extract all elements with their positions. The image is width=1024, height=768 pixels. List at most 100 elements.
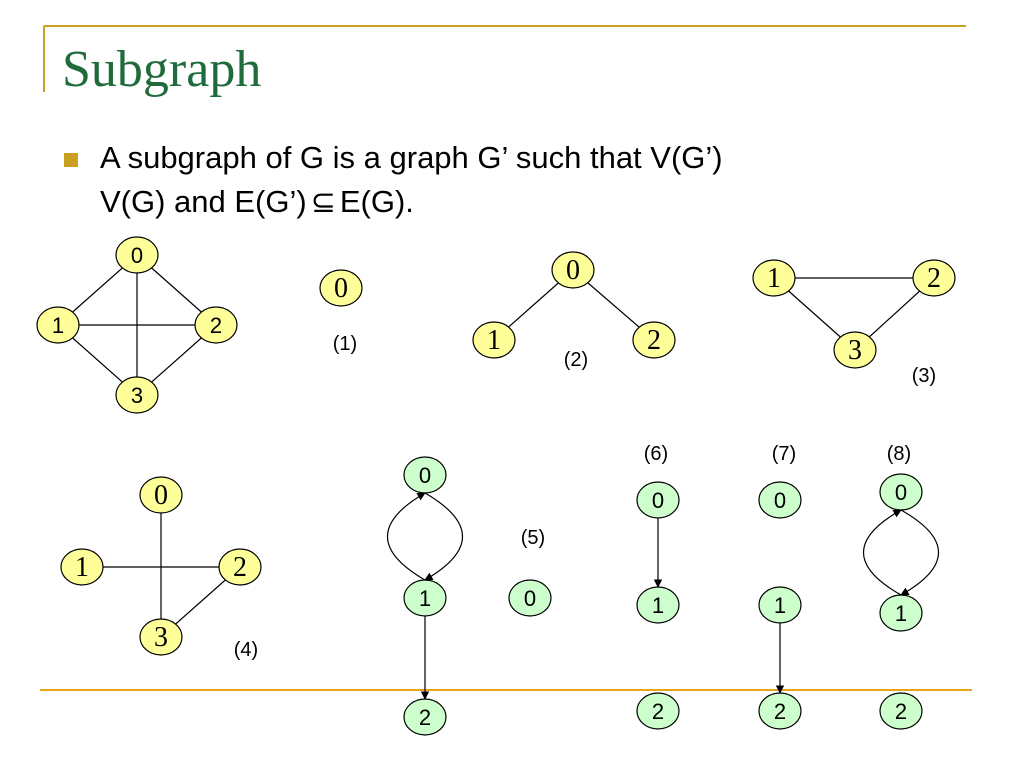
- node-label: 0: [895, 480, 907, 505]
- node-circle: [758, 481, 802, 519]
- node-label: 2: [652, 699, 664, 724]
- node-circle: [115, 376, 159, 414]
- node-label: 2: [927, 263, 941, 294]
- slide-title: Subgraph: [62, 41, 262, 98]
- bullet-line-2-after: E(G).: [339, 184, 414, 219]
- node-circle: [752, 259, 796, 297]
- node-label: 2: [895, 699, 907, 724]
- graph-g2: 0 1 2 (2): [472, 251, 676, 371]
- node-g4-3: 3: [139, 618, 183, 656]
- node-g4-0: 0: [139, 476, 183, 514]
- node-G-1: 1: [36, 306, 80, 344]
- graph-g4: 0 1 2 3 (4): [60, 476, 262, 661]
- node-label: 2: [647, 325, 661, 356]
- graph-g5: 0 (5): [508, 527, 552, 617]
- node-label: 1: [487, 325, 501, 356]
- edge-g8-0-1: [900, 509, 940, 596]
- graph-g6: 0 1 2 (6): [636, 443, 680, 730]
- node-circle: [60, 548, 104, 586]
- graph-caption: (1): [333, 333, 357, 355]
- node-circle: [912, 259, 956, 297]
- node-circle: [632, 321, 676, 359]
- graph-caption: (3): [912, 365, 936, 387]
- node-label: 2: [233, 552, 247, 583]
- node-circle: [36, 306, 80, 344]
- node-label: 0: [154, 480, 168, 511]
- node-g7-0: 0: [758, 481, 802, 519]
- graph-caption: (2): [564, 349, 588, 371]
- node-label: 1: [652, 593, 664, 618]
- node-g5-0: 0: [508, 579, 552, 617]
- node-label: 2: [774, 699, 786, 724]
- graph-caption: (5): [521, 527, 545, 549]
- node-g6-2: 2: [636, 692, 680, 730]
- graph-g1: 0 (1): [319, 269, 363, 355]
- node-label: 0: [131, 243, 143, 268]
- node-label: 3: [131, 383, 143, 408]
- node-label: 0: [524, 586, 536, 611]
- node-label: 0: [566, 255, 580, 286]
- graph-g7: 012(7): [758, 443, 802, 730]
- edge-G2-0-1: [424, 492, 463, 581]
- node-circle: [403, 579, 447, 617]
- bullet-line-2-before: V(G) and E(G’): [100, 184, 307, 219]
- node-circle: [551, 251, 595, 289]
- graph-g3: 1 2 3 (3): [752, 259, 956, 387]
- graph-g8: 0 1 2 (8): [862, 443, 940, 730]
- node-circle: [403, 456, 447, 494]
- node-g3-3: 3: [833, 331, 877, 369]
- node-g1-0: 0: [319, 269, 363, 307]
- node-circle: [115, 236, 159, 274]
- node-g3-2: 2: [912, 259, 956, 297]
- node-label: 2: [210, 313, 222, 338]
- node-circle: [833, 331, 877, 369]
- node-G-0: 0: [115, 236, 159, 274]
- node-circle: [139, 618, 183, 656]
- node-g4-1: 1: [60, 548, 104, 586]
- graph-caption: (6): [644, 443, 668, 465]
- node-label: 3: [848, 335, 862, 366]
- subset-symbol: ⊆: [310, 186, 336, 219]
- edge-G2-1-0: [387, 492, 426, 581]
- node-g8-0: 0: [879, 473, 923, 511]
- node-label: 1: [75, 552, 89, 583]
- bullet-line-2: V(G) and E(G’)⊆E(G).: [100, 180, 920, 225]
- graph-G2: 012: [387, 456, 463, 736]
- node-g2-1: 1: [472, 321, 516, 359]
- node-g2-2: 2: [632, 321, 676, 359]
- node-circle: [636, 481, 680, 519]
- node-circle: [403, 698, 447, 736]
- node-circle: [319, 269, 363, 307]
- node-label: 0: [774, 488, 786, 513]
- graphs-layer: 0 1 2 3 0 (1) 0 1 2 (2) 1 2 3 (3) 0 1 2 3 (4) 0 1 2 0 (5) 0 1 2 (6)…: [36, 236, 956, 736]
- node-circle: [758, 692, 802, 730]
- node-circle: [218, 548, 262, 586]
- node-g6-1: 1: [636, 586, 680, 624]
- node-label: 1: [767, 263, 781, 294]
- node-circle: [879, 692, 923, 730]
- node-G-2: 2: [194, 306, 238, 344]
- node-circle: [194, 306, 238, 344]
- node-label: 1: [52, 313, 64, 338]
- node-circle: [508, 579, 552, 617]
- node-G2-1: 1: [403, 579, 447, 617]
- node-circle: [139, 476, 183, 514]
- bullet-line-1: A subgraph of G is a graph G’ such that …: [100, 140, 723, 175]
- node-circle: [758, 586, 802, 624]
- node-g6-0: 0: [636, 481, 680, 519]
- node-label: 0: [652, 488, 664, 513]
- node-g8-1: 1: [879, 594, 923, 632]
- node-G2-2: 2: [403, 698, 447, 736]
- graph-caption: (4): [234, 639, 258, 661]
- graph-G: 0 1 2 3: [36, 236, 238, 414]
- node-label: 0: [334, 273, 348, 304]
- graph-caption: (8): [887, 443, 911, 465]
- node-label: 1: [419, 586, 431, 611]
- edge-g8-1-0: [862, 509, 902, 596]
- node-circle: [879, 473, 923, 511]
- bullet-text: A subgraph of G is a graph G’ such that …: [100, 136, 920, 225]
- bullet-marker: [64, 153, 78, 167]
- node-circle: [636, 586, 680, 624]
- node-g3-1: 1: [752, 259, 796, 297]
